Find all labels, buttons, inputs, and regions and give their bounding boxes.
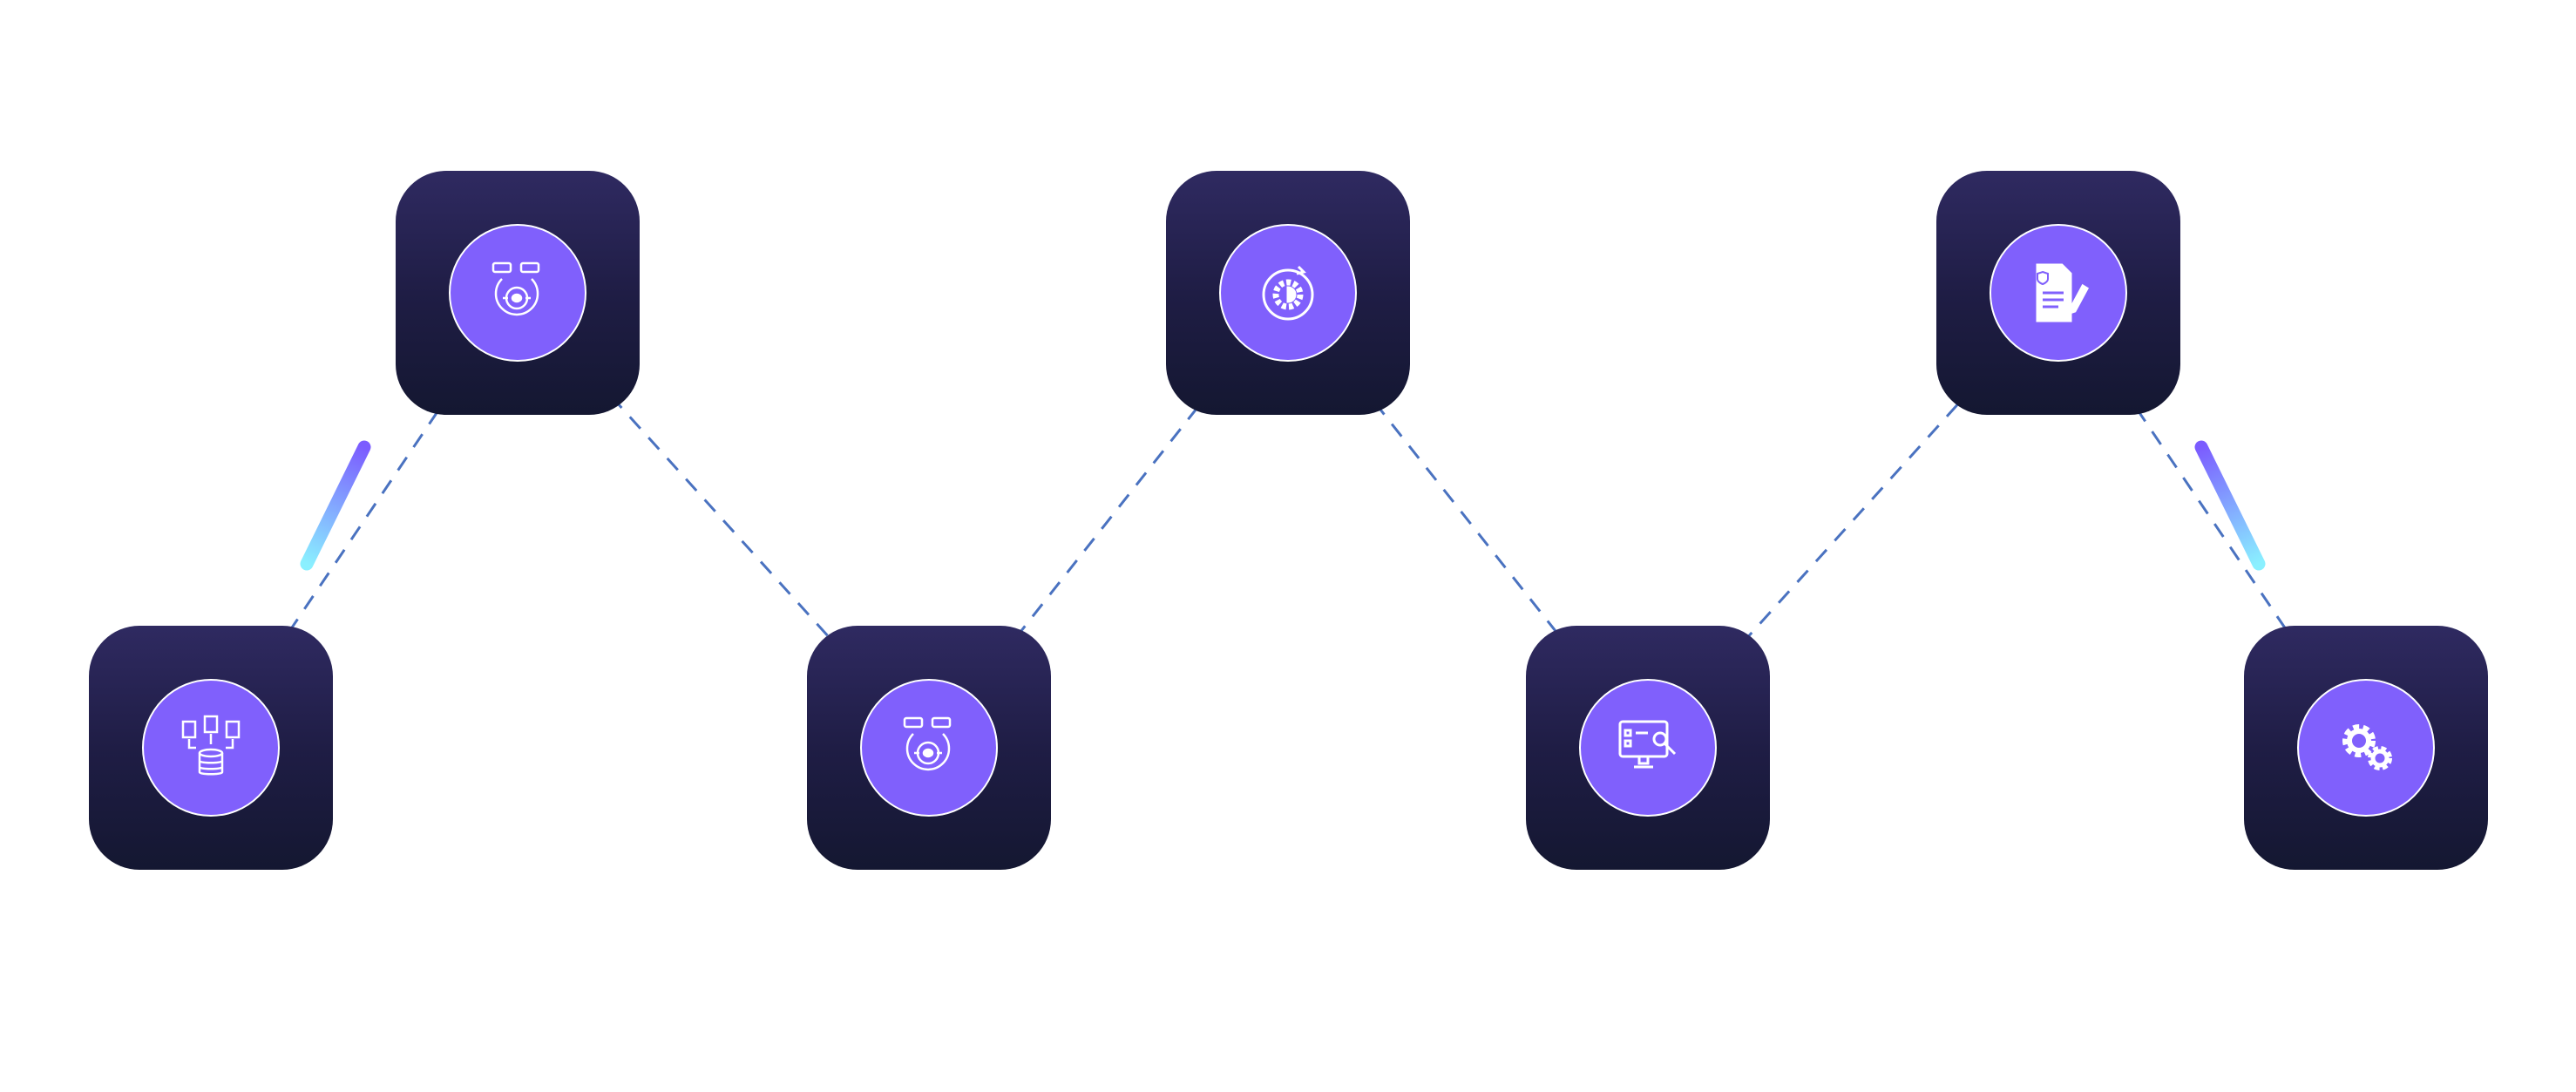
documents-to-database-icon — [181, 715, 241, 776]
icon-circle — [142, 679, 280, 817]
ai-brain-cycle-icon — [491, 261, 540, 316]
ai-brain-cycle-icon — [903, 716, 952, 771]
accent-segment-1 — [300, 440, 371, 571]
icon-circle — [1579, 679, 1717, 817]
icon-circle — [449, 224, 586, 362]
node-7 — [2244, 626, 2488, 870]
accent-segment-2 — [2194, 440, 2266, 571]
node-6 — [1936, 171, 2180, 415]
node-2 — [396, 171, 640, 415]
node-3 — [807, 626, 1051, 870]
icon-circle — [860, 679, 998, 817]
node-5 — [1526, 626, 1770, 870]
node-1 — [89, 626, 333, 870]
monitor-search-icon — [1618, 720, 1677, 769]
gears-icon — [2342, 724, 2392, 770]
gear-refresh-icon — [1262, 265, 1314, 321]
icon-circle — [1219, 224, 1357, 362]
icon-circle — [2297, 679, 2435, 817]
document-edit-shield-icon — [2036, 263, 2089, 322]
icon-circle — [1990, 224, 2127, 362]
node-4 — [1166, 171, 1410, 415]
